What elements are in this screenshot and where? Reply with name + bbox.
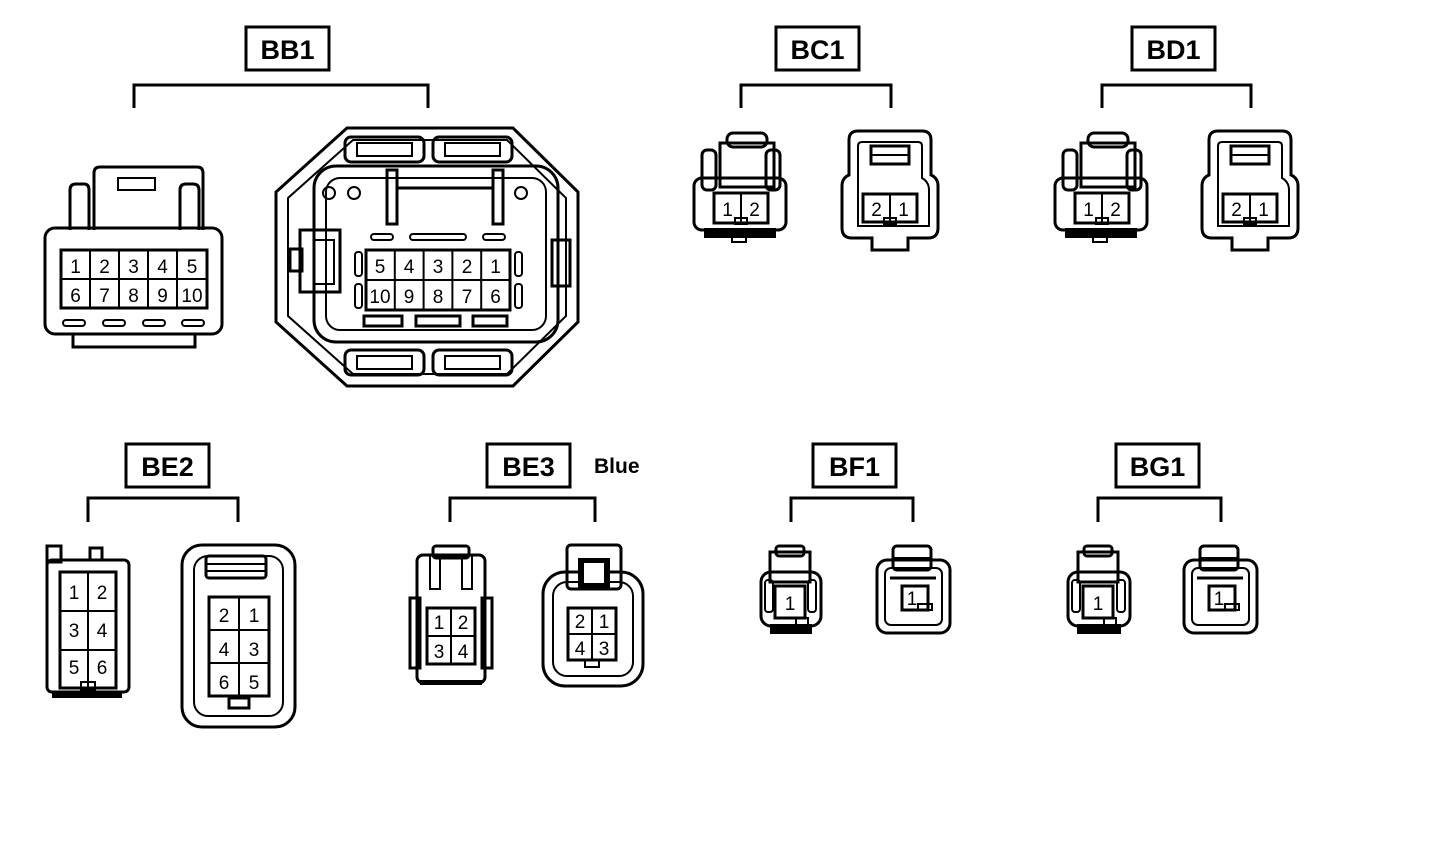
connector-bf1-label-box	[811, 442, 898, 489]
pin-label: 1	[1214, 589, 1225, 610]
pin-label: 8	[433, 287, 444, 308]
pin-label: 7	[462, 287, 473, 308]
connector-be3-label-box	[485, 442, 572, 489]
pin-label: 2	[1231, 200, 1242, 221]
connector-bb1-female-view	[274, 126, 580, 388]
connector-bb1-female-pins: 5 4 3 2 1 10 9 8 7 6	[369, 257, 500, 308]
connector-bd1-label-box	[1130, 25, 1217, 72]
pin-label: 3	[249, 640, 260, 661]
connector-bd1-label: BD1	[1146, 35, 1200, 65]
pin-label: 6	[219, 673, 230, 694]
connector-bg1-female-view	[1182, 544, 1259, 635]
connector-bc1-label: BC1	[790, 35, 844, 65]
connector-be2-bracket	[86, 496, 240, 522]
connector-bc1-female-view	[840, 129, 940, 252]
connector-bc1-male-view	[692, 131, 788, 243]
pin-label: 4	[157, 257, 168, 278]
connector-bg1-label-box	[1114, 442, 1201, 489]
connector-bb1-male-view	[43, 165, 224, 349]
connector-bg1-male-view	[1066, 544, 1132, 634]
connector-bc1-label-box	[774, 25, 861, 72]
connector-bg1-label: BG1	[1130, 452, 1186, 482]
connector-bc1-bracket	[739, 83, 893, 108]
connector-be2-label-box	[124, 442, 211, 489]
pin-label: 4	[458, 642, 469, 663]
pin-label: 2	[462, 257, 473, 278]
connector-bf1-female-view	[875, 544, 952, 635]
pin-label: 1	[434, 613, 445, 634]
pin-label: 10	[181, 286, 202, 307]
pin-label: 3	[599, 639, 610, 660]
pin-label: 6	[70, 286, 81, 307]
pin-label: 1	[785, 594, 796, 615]
pin-label: 5	[375, 257, 386, 278]
connector-bf1-label: BF1	[829, 452, 880, 482]
pin-label: 10	[369, 287, 390, 308]
connector-bb1-male-pins: 1 2 3 4 5 6 7 8 9 10	[70, 257, 202, 307]
pin-label: 1	[1258, 200, 1269, 221]
pin-label: 3	[128, 257, 139, 278]
connector-be2-male-view	[45, 544, 131, 698]
pin-label: 1	[722, 200, 733, 221]
pin-label: 8	[128, 286, 139, 307]
pin-label: 9	[404, 287, 415, 308]
connector-be3-female-view	[541, 543, 645, 688]
pin-label: 9	[157, 286, 168, 307]
pin-label: 2	[99, 257, 110, 278]
pin-label: 1	[490, 257, 501, 278]
pin-label: 1	[1083, 200, 1094, 221]
pin-label: 1	[907, 589, 918, 610]
pin-label: 4	[404, 257, 415, 278]
connector-bf1: BF1 1 1	[759, 442, 952, 635]
connector-be2-female-view	[180, 543, 297, 729]
pin-label: 5	[187, 257, 198, 278]
connector-be3-label: BE3	[502, 452, 555, 482]
pin-label: 3	[434, 642, 445, 663]
pin-label: 1	[70, 257, 81, 278]
connector-bd1: BD1 1 2 2 1	[1053, 25, 1300, 252]
pin-label: 6	[97, 658, 108, 679]
pin-label: 3	[433, 257, 444, 278]
connector-bb1-label-box	[244, 25, 331, 72]
pin-label: 1	[249, 606, 260, 627]
pin-label: 2	[458, 613, 469, 634]
connector-bf1-bracket	[789, 496, 915, 522]
pin-label: 1	[1093, 594, 1104, 615]
pin-label: 2	[871, 200, 882, 221]
pin-label: 4	[219, 640, 230, 661]
connector-be3-male-view	[408, 544, 494, 685]
connector-bd1-female-view	[1200, 129, 1300, 252]
pin-label: 6	[490, 287, 501, 308]
connector-bg1-bracket	[1096, 496, 1223, 522]
pin-label: 1	[599, 612, 610, 633]
pin-label: 7	[99, 286, 110, 307]
connector-bg1: BG1 1 1	[1066, 442, 1259, 635]
connector-bb1: BB1 1 2 3 4 5 6	[43, 25, 580, 388]
pin-label: 4	[97, 621, 108, 642]
connector-bb1-bracket	[132, 83, 430, 108]
pin-label: 5	[249, 673, 260, 694]
pin-label: 5	[69, 658, 80, 679]
connector-be3-color-note: Blue	[594, 455, 640, 478]
connector-be2: BE2 1 2 3 4 5 6	[45, 442, 297, 729]
pin-label: 2	[97, 583, 108, 604]
pin-label: 1	[898, 200, 909, 221]
pin-label: 3	[69, 621, 80, 642]
pin-label: 2	[1110, 200, 1121, 221]
connector-be2-label: BE2	[141, 452, 194, 482]
connector-bb1-label: BB1	[260, 35, 314, 65]
connector-bf1-male-view	[759, 544, 823, 634]
connector-be3-bracket	[448, 496, 597, 522]
pin-label: 2	[219, 606, 230, 627]
pin-label: 2	[749, 200, 760, 221]
pin-label: 2	[575, 612, 586, 633]
connector-bd1-male-view	[1053, 131, 1149, 243]
connector-bd1-bracket	[1100, 83, 1253, 108]
pin-label: 4	[575, 639, 586, 660]
connector-be3: BE3 Blue 1 2 3 4	[408, 442, 645, 688]
pin-label: 1	[69, 583, 80, 604]
connector-bc1: BC1 1 2 2 1	[692, 25, 940, 252]
